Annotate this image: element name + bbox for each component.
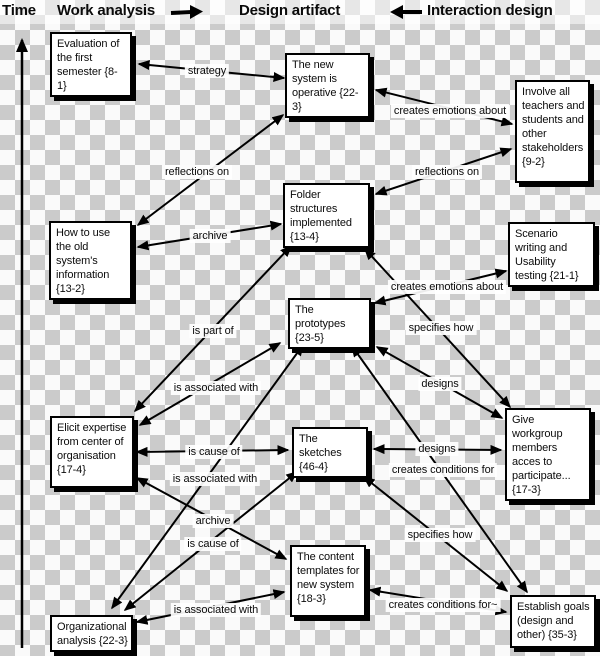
diagram-node-elicit-expertise: Elicit expertise from center of organisa…	[50, 416, 134, 488]
column-label-work-analysis: Work analysis	[57, 2, 156, 19]
relation-label-designs: designs	[415, 442, 459, 456]
diagram-node-give-workgroup: Give workgroup members acces to particip…	[505, 408, 591, 501]
time-axis-label: Time	[2, 2, 36, 19]
relation-label-is-associated-with: is associated with	[169, 472, 261, 486]
diagram-node-establish-goals: Establish goals (design and other) {35-3…	[510, 595, 596, 648]
diagram-node-scenario-usability: Scenario writing and Usability testing {…	[508, 222, 595, 287]
relation-label-specifies-how: specifies how	[404, 528, 476, 542]
relation-label-strategy: strategy	[184, 64, 230, 78]
diagram-node-evaluation-first-semester: Evaluation of the first semester {8-1}	[50, 32, 132, 97]
column-label-design-artifact: Design artifact	[239, 2, 341, 19]
relation-label-is-associated-with: is associated with	[170, 603, 262, 617]
relation-label-creates-emotions-about: creates emotions about	[387, 280, 507, 294]
relation-label-creates-conditions-for: creates conditions for~	[385, 598, 501, 612]
diagram-node-folder-structures: Folder structures implemented {13-4}	[283, 183, 370, 248]
relation-label-is-cause-of: is cause of	[185, 445, 243, 459]
diagram-node-new-system-operative: The new system is operative {22-3}	[285, 53, 370, 118]
diagram-node-sketches: The sketches {46-4}	[292, 427, 368, 478]
diagram-node-organizational-analysis: Organizational analysis {22-3}	[50, 615, 133, 652]
diagram-node-prototypes: The prototypes {23-5}	[288, 298, 371, 349]
relation-label-archive: archive	[189, 229, 231, 243]
relation-label-is-cause-of: is cause of	[184, 537, 242, 551]
column-label-interaction-design: Interaction design	[427, 2, 553, 19]
left-arrow-icon	[390, 5, 422, 19]
relation-label-creates-conditions-for: creates conditions for	[388, 463, 498, 477]
right-arrow-icon	[170, 5, 203, 19]
relation-label-is-associated-with: is associated with	[170, 381, 262, 395]
relation-label-archive: archive	[192, 514, 234, 528]
diagram-node-content-templates: The content templates for new system {18…	[290, 545, 366, 617]
relation-label-reflections-on: reflections on	[161, 165, 233, 179]
diagram-node-involve-stakeholders: Involve all teachers and students and ot…	[515, 80, 590, 183]
relation-label-specifies-how: specifies how	[405, 321, 477, 335]
relation-label-is-part-of: is part of	[189, 324, 237, 338]
relation-label-reflections-on: reflections on	[411, 165, 483, 179]
relation-label-designs: designs	[418, 377, 462, 391]
header-strip	[0, 0, 600, 24]
relation-label-creates-emotions-about: creates emotions about	[390, 104, 510, 118]
diagram-node-how-to-use-old-system: How to use the old system's information …	[49, 221, 132, 300]
